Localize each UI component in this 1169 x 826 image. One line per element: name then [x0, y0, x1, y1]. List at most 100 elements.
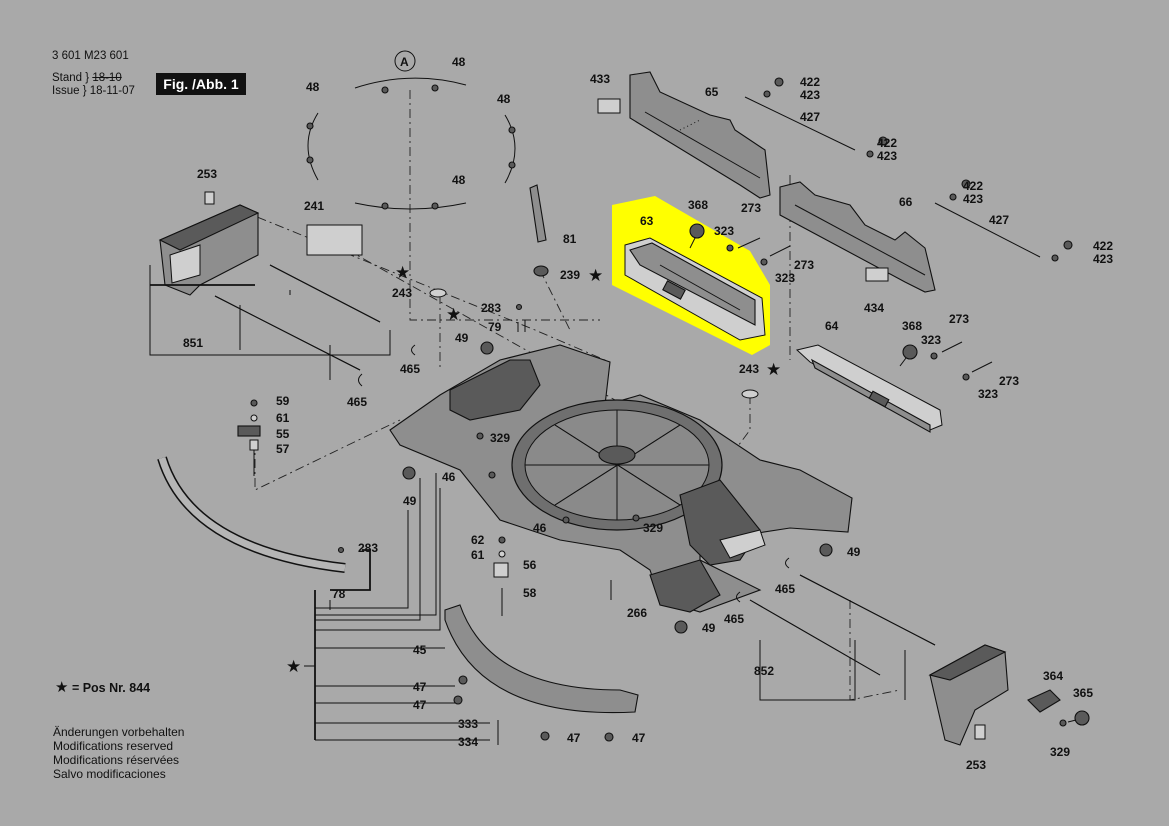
detail-marker-a: A — [400, 55, 409, 69]
label-55: 55 — [276, 427, 290, 441]
miter-arc-plate[interactable] — [444, 604, 639, 745]
legend-text: = Pos Nr. 844 — [71, 681, 151, 695]
saw-base[interactable] — [389, 344, 853, 613]
part-63-fence-extension[interactable] — [624, 237, 766, 341]
bracket-plate-364[interactable] — [1027, 689, 1061, 713]
nut-323-c[interactable] — [930, 352, 938, 360]
notice-line: Salvo modificaciones — [53, 767, 166, 781]
label-56: 56 — [523, 558, 537, 572]
label-48: 48 — [452, 55, 466, 69]
label-368: 368 — [688, 198, 708, 212]
nut-49-d[interactable] — [674, 620, 688, 634]
label-368: 368 — [902, 319, 922, 333]
clip-465-b[interactable] — [358, 373, 363, 387]
rods-427[interactable] — [744, 77, 1073, 262]
label-66: 66 — [899, 195, 913, 209]
nut-49-b[interactable] — [402, 466, 416, 480]
modification-notice: Änderungen vorbehalten Modifications res… — [53, 725, 184, 781]
label-422: 422 — [963, 179, 983, 193]
label-333: 333 — [458, 717, 478, 731]
star-bottom-group: ★ — [286, 657, 301, 677]
screw-329-b[interactable] — [632, 514, 640, 522]
issue-date: 18-11-07 — [89, 85, 135, 97]
knob-365[interactable] — [1067, 710, 1090, 726]
bevel-scale-arc[interactable] — [157, 456, 346, 573]
label-423: 423 — [800, 88, 820, 102]
label-58: 58 — [523, 586, 537, 600]
screw-273-c[interactable] — [941, 341, 963, 353]
screw-273-a[interactable] — [737, 237, 761, 249]
left-rails[interactable] — [149, 264, 391, 380]
label-433[interactable] — [597, 98, 621, 114]
part-81[interactable] — [529, 184, 547, 243]
label-273: 273 — [999, 374, 1019, 388]
star-243-b: ★ — [766, 360, 781, 380]
label-423: 423 — [1093, 252, 1113, 266]
label-239: 239 — [560, 268, 580, 282]
issue-row: Issue } 18-11-07 — [52, 85, 135, 98]
label-61: 61 — [471, 548, 485, 562]
screw-283-a[interactable] — [515, 303, 523, 311]
left-fence-bracket[interactable] — [158, 191, 260, 296]
lock-stack-left[interactable] — [237, 399, 261, 476]
guard-arc-parts[interactable] — [306, 50, 516, 210]
screw-329-a[interactable] — [476, 432, 484, 440]
clip-79-a[interactable] — [517, 320, 526, 332]
label-329: 329 — [490, 431, 510, 445]
label-434: 434 — [864, 301, 884, 315]
lock-stack-center[interactable] — [493, 536, 509, 616]
clip-465-d[interactable] — [736, 591, 741, 603]
label-61: 61 — [276, 411, 290, 425]
clip-465-a[interactable] — [411, 344, 416, 356]
label-323: 323 — [775, 271, 795, 285]
right-fence-bracket[interactable] — [928, 644, 1009, 746]
label-434[interactable] — [865, 267, 889, 282]
label-243: 243 — [392, 286, 412, 300]
nut-323-a[interactable] — [726, 244, 734, 252]
washer-243-b[interactable] — [741, 389, 759, 399]
knob-368-a[interactable] — [689, 223, 705, 249]
label-48: 48 — [452, 173, 466, 187]
label-423: 423 — [963, 192, 983, 206]
nut-49-c[interactable] — [819, 543, 833, 557]
part-239[interactable] — [533, 265, 549, 277]
label-427: 427 — [989, 213, 1009, 227]
label-465: 465 — [724, 612, 744, 626]
nut-323-b[interactable] — [760, 258, 768, 266]
fence-65[interactable] — [629, 71, 771, 199]
label-851: 851 — [183, 336, 203, 350]
screw-46-a[interactable] — [488, 471, 496, 479]
washer-243-a[interactable] — [429, 288, 447, 298]
part-64-fence[interactable] — [795, 344, 943, 433]
label-273: 273 — [794, 258, 814, 272]
label-329: 329 — [643, 521, 663, 535]
label-465: 465 — [775, 582, 795, 596]
screw-46-b[interactable] — [562, 516, 570, 524]
label-46: 46 — [533, 521, 547, 535]
label-283: 283 — [358, 541, 378, 555]
screw-273-b[interactable] — [769, 245, 791, 257]
brace: } — [85, 72, 93, 84]
notice-line: Änderungen vorbehalten — [53, 725, 185, 739]
label-422: 422 — [877, 136, 897, 150]
star-239: ★ — [588, 266, 603, 286]
label-253: 253 — [966, 758, 986, 772]
screw-273-d[interactable] — [971, 361, 993, 373]
knob-368-b[interactable] — [899, 344, 918, 367]
screw-329-c[interactable] — [1059, 719, 1067, 727]
label-65: 65 — [705, 85, 719, 99]
nut-323-d[interactable] — [962, 373, 970, 381]
label-48: 48 — [306, 80, 320, 94]
star-283-79: ★ — [446, 305, 461, 325]
fence-66[interactable] — [779, 181, 936, 293]
star-legend: ★ = Pos Nr. 844 — [55, 678, 150, 696]
label-plate-241[interactable] — [306, 224, 363, 256]
clip-465-c[interactable] — [785, 557, 790, 569]
label-427: 427 — [800, 110, 820, 124]
label-49: 49 — [847, 545, 861, 559]
right-rails[interactable] — [749, 574, 936, 701]
nut-49-a[interactable] — [480, 341, 494, 355]
brace: } — [82, 85, 90, 97]
label-465: 465 — [347, 395, 367, 409]
